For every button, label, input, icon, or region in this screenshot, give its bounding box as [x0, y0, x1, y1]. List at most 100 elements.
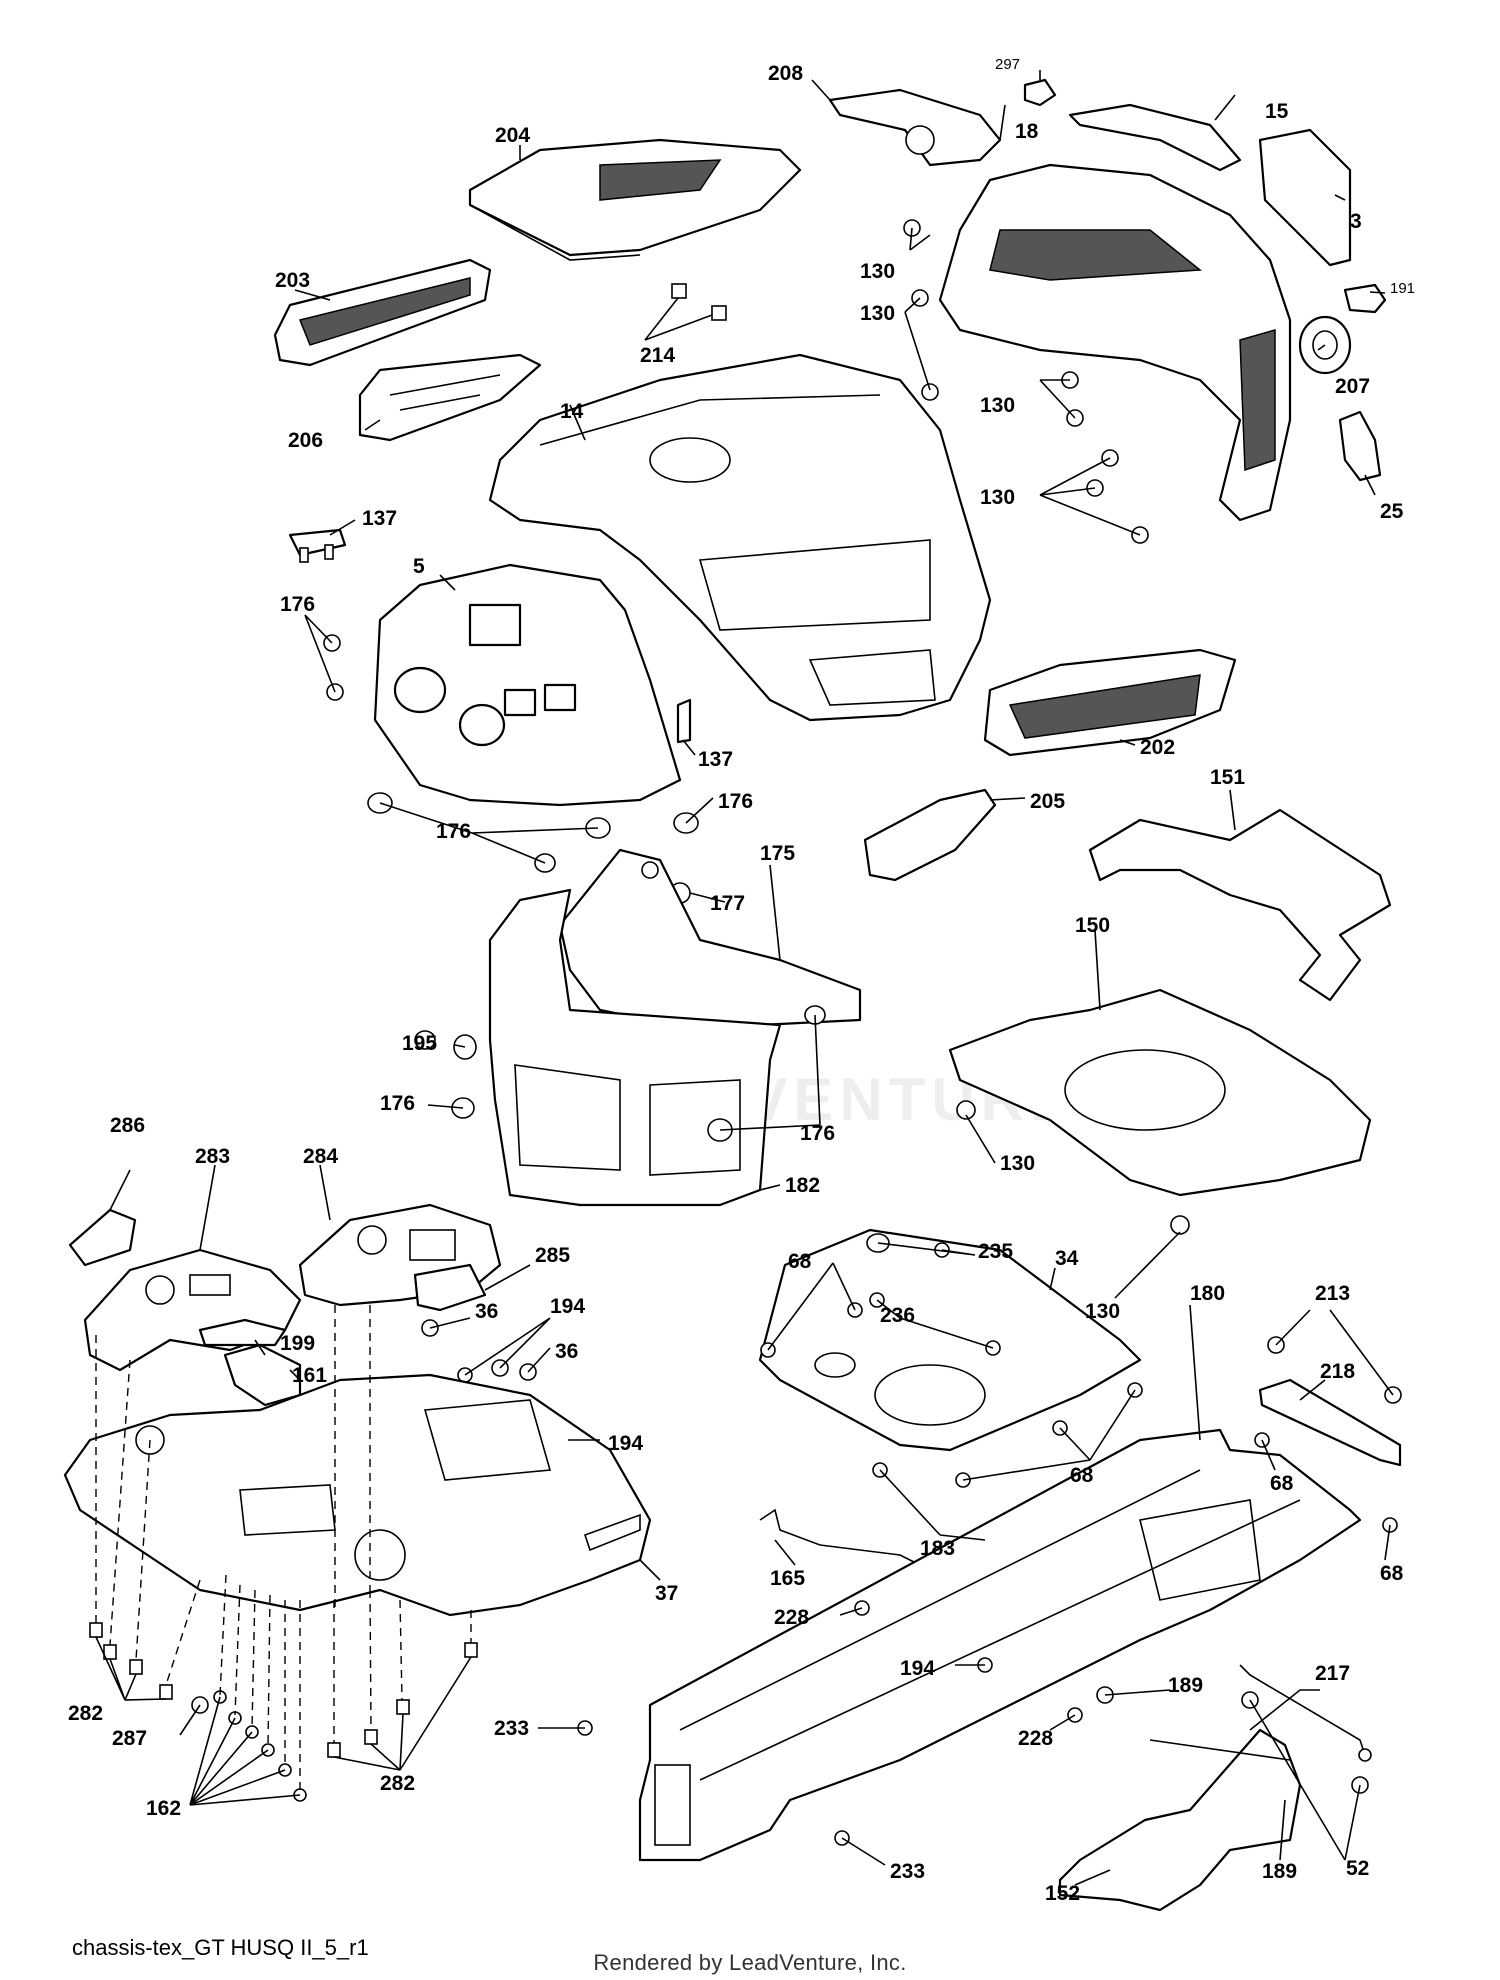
- callout-labels: 297 208 15 18 204 3 130 191 203 214 130 …: [68, 56, 1415, 1905]
- part-3-side-cover[interactable]: [1258, 128, 1352, 267]
- leader-lines: [95, 70, 1394, 1886]
- part-15-trim[interactable]: [1068, 103, 1242, 172]
- callout-194c: 194: [900, 1657, 935, 1680]
- callout-180: 180: [1190, 1282, 1225, 1305]
- fender-dashed-guides: [95, 1305, 472, 1790]
- part-206-bracket[interactable]: [358, 353, 542, 442]
- part-180-frame[interactable]: [638, 1428, 1362, 1862]
- part-286-cap[interactable]: [68, 1208, 137, 1267]
- part-37-fender[interactable]: [63, 1373, 652, 1617]
- callout-183: 183: [920, 1537, 955, 1560]
- callout-165: 165: [770, 1567, 805, 1590]
- callout-130d: 130: [980, 486, 1015, 509]
- callout-176a: 176: [280, 593, 315, 616]
- part-152-shield[interactable]: [1058, 1728, 1302, 1912]
- callout-287: 287: [112, 1727, 147, 1750]
- callout-14: 14: [560, 400, 584, 423]
- part-204-hood-panel[interactable]: [468, 138, 802, 261]
- callout-228b: 228: [1018, 1727, 1053, 1750]
- callout-189a: 189: [1168, 1674, 1203, 1697]
- callout-5: 5: [413, 555, 425, 578]
- callout-36b: 36: [555, 1340, 578, 1363]
- callout-130c: 130: [980, 394, 1015, 417]
- callout-34: 34: [1055, 1247, 1079, 1270]
- callout-162: 162: [146, 1797, 181, 1820]
- callout-205: 205: [1030, 790, 1065, 813]
- callout-217: 217: [1315, 1662, 1350, 1685]
- hardware-130-bolts-floor[interactable]: [956, 1100, 1190, 1235]
- part-14-hood[interactable]: [488, 353, 992, 722]
- callout-18: 18: [1015, 120, 1039, 143]
- part-165-rod[interactable]: [759, 1508, 941, 1576]
- part-297-knob[interactable]: [1023, 78, 1057, 107]
- part-218-bracket[interactable]: [1258, 1378, 1402, 1467]
- part-5-dash-panel[interactable]: [373, 563, 682, 807]
- callout-161: 161: [292, 1364, 327, 1387]
- callout-25: 25: [1380, 500, 1404, 523]
- callout-194a: 194: [550, 1295, 585, 1318]
- callout-235: 235: [978, 1240, 1013, 1263]
- callout-202: 202: [1140, 736, 1175, 759]
- callout-203: 203: [275, 269, 310, 292]
- part-205-trim[interactable]: [863, 788, 997, 882]
- footer-credit: Rendered by LeadVenture, Inc.: [593, 1950, 907, 1975]
- callout-176e: 176: [800, 1122, 835, 1145]
- part-34-seat-plate[interactable]: [758, 1228, 1142, 1452]
- callout-152: 152: [1045, 1882, 1080, 1905]
- callout-36a: 36: [475, 1300, 498, 1323]
- callout-204: 204: [495, 124, 530, 147]
- part-182-rear-body[interactable]: [488, 888, 782, 1207]
- callout-282a: 282: [68, 1702, 103, 1725]
- part-25-lens[interactable]: [1338, 410, 1382, 482]
- callout-68a: 68: [788, 1250, 812, 1273]
- callout-176c: 176: [436, 820, 471, 843]
- callout-284: 284: [303, 1145, 338, 1168]
- callout-176b: 176: [718, 790, 753, 813]
- hardware-282-clips-left[interactable]: [89, 1622, 173, 1700]
- diagram-caption: chassis-tex_GT HUSQ II_5_r1: [72, 1935, 369, 1960]
- callout-199: 199: [280, 1332, 315, 1355]
- part-199-bracket[interactable]: [198, 1318, 287, 1347]
- callout-213: 213: [1315, 1282, 1350, 1305]
- part-151-bracket[interactable]: [1088, 808, 1392, 1002]
- callout-151: 151: [1210, 766, 1245, 789]
- callout-130f: 130: [1085, 1300, 1120, 1323]
- callout-137a: 137: [362, 507, 397, 530]
- part-137-clip-lower[interactable]: [676, 698, 692, 744]
- part-137-clip-top[interactable]: [288, 528, 347, 563]
- part-175-plate[interactable]: [558, 848, 862, 1032]
- callout-177: 177: [710, 892, 745, 915]
- callout-297: 297: [995, 56, 1020, 73]
- callout-189b: 189: [1262, 1860, 1297, 1883]
- hardware-162-screws[interactable]: [213, 1690, 307, 1802]
- callout-282b: 282: [380, 1772, 415, 1795]
- callout-37: 37: [655, 1582, 678, 1605]
- part-214-clips[interactable]: [671, 283, 727, 321]
- part-191-cap[interactable]: [1343, 283, 1387, 314]
- callout-207: 207: [1335, 375, 1370, 398]
- callout-236: 236: [880, 1304, 915, 1327]
- callout-191: 191: [1390, 280, 1415, 297]
- part-18-front-bumper[interactable]: [938, 163, 1292, 522]
- callout-286: 286: [110, 1114, 145, 1137]
- callout-214: 214: [640, 344, 675, 367]
- part-285-bezel[interactable]: [413, 1263, 487, 1312]
- callout-52: 52: [1346, 1857, 1369, 1880]
- part-217-rod[interactable]: [1239, 1664, 1372, 1762]
- callout-137b: 137: [698, 748, 733, 771]
- callout-130a: 130: [860, 260, 895, 283]
- callout-218: 218: [1320, 1360, 1355, 1383]
- callout-208: 208: [768, 62, 803, 85]
- callout-233a: 233: [494, 1717, 529, 1740]
- callout-68b: 68: [1070, 1464, 1094, 1487]
- part-208-light-housing[interactable]: [828, 88, 1002, 167]
- part-202-front-grille[interactable]: [983, 648, 1237, 757]
- callout-68c: 68: [1270, 1472, 1294, 1495]
- callout-283: 283: [195, 1145, 230, 1168]
- callout-15: 15: [1265, 100, 1289, 123]
- hardware-282-clips-right[interactable]: [327, 1642, 478, 1758]
- part-150-floor-pan[interactable]: [948, 988, 1372, 1197]
- callout-68d: 68: [1380, 1562, 1404, 1585]
- callout-176d: 176: [380, 1092, 415, 1115]
